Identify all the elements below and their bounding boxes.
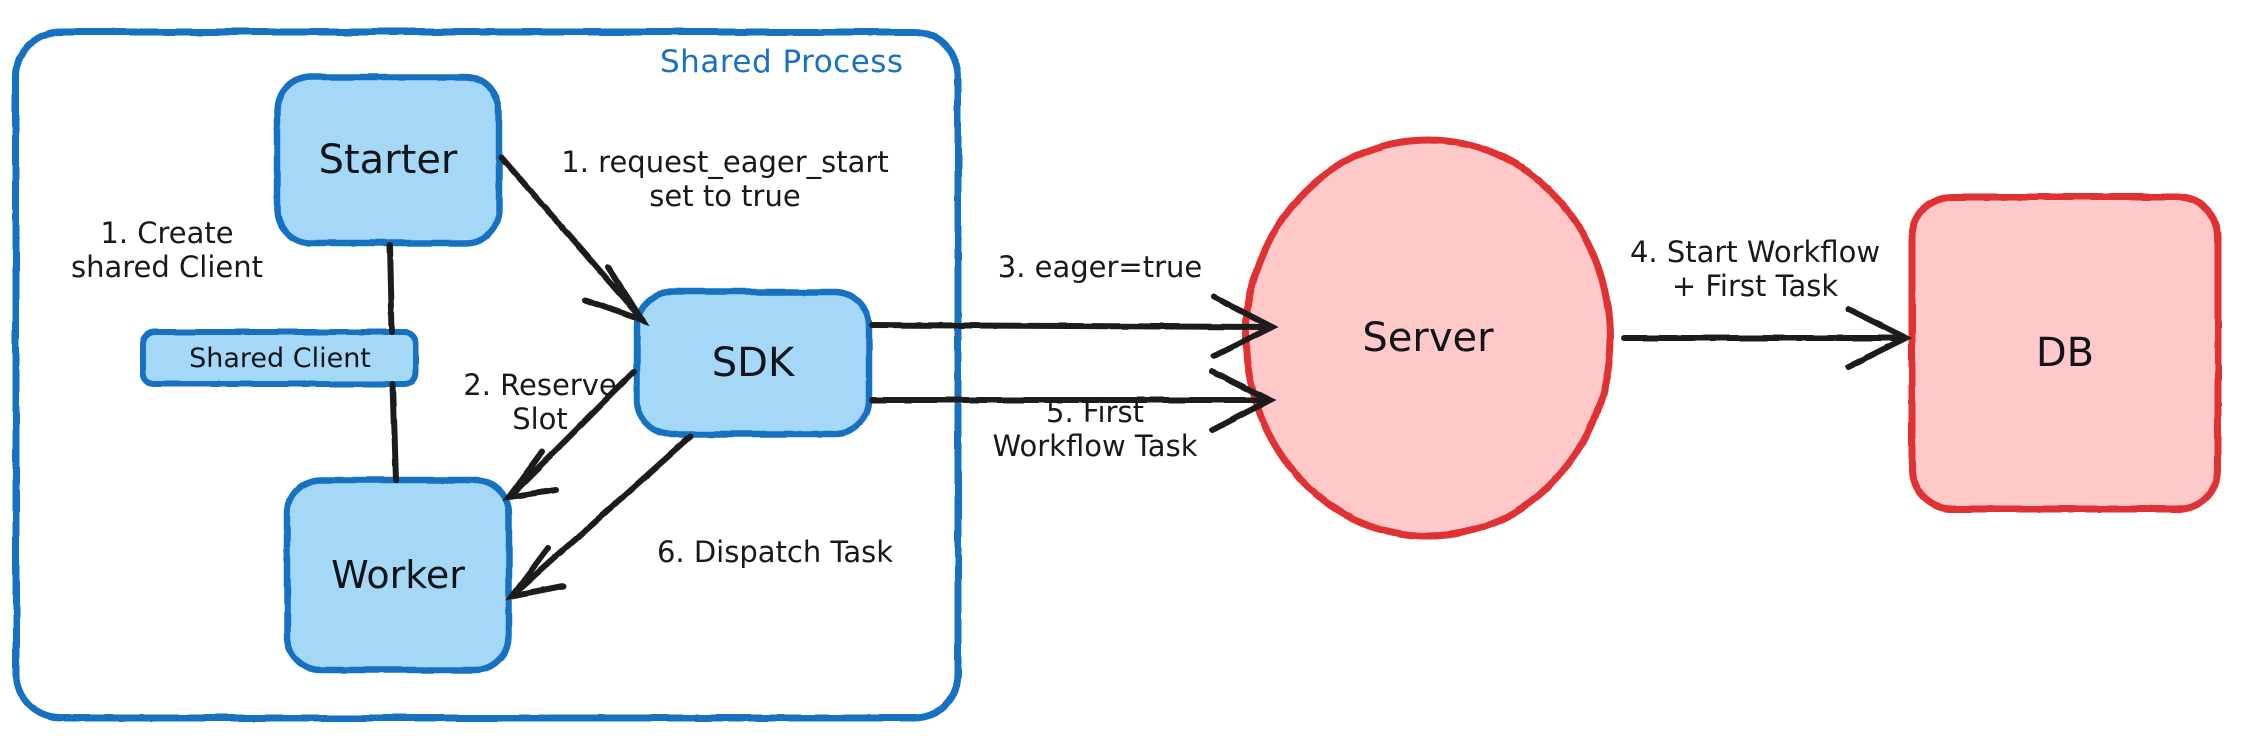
edge-shared-client-worker (390, 381, 399, 484)
group-shared-process (12, 28, 962, 722)
node-starter-shape[interactable] (273, 73, 503, 247)
edge-label-eager-true: 3. eager=true (997, 250, 1203, 284)
node-shared-client-shape[interactable] (140, 329, 419, 387)
node-worker-shape[interactable] (283, 476, 513, 674)
edge-sdk-worker-reserve (509, 369, 637, 497)
edge-starter-shared-client (387, 242, 395, 335)
edge-sdk-worker-dispatch (513, 434, 693, 595)
node-db-shape[interactable] (1908, 193, 2222, 513)
edge-sdk-worker-dispatch-head (504, 545, 566, 601)
edge-sdk-server (869, 322, 1271, 330)
edge-label-reserve-slot: 2. Reserve Slot (463, 368, 617, 437)
connector-layer (387, 155, 1913, 601)
node-server-shape[interactable] (1242, 136, 1614, 540)
node-sdk-shape[interactable] (633, 288, 873, 438)
edge-label-first-workflow-task: 5. First Workflow Task (992, 395, 1198, 464)
edge-label-create-shared-client: 1. Create shared Client (71, 216, 263, 285)
edge-sdk-server-task-head (1209, 368, 1277, 433)
edge-label-start-workflow: 4. Start Workflow + First Task (1629, 235, 1881, 304)
edge-starter-sdk-head (582, 264, 650, 326)
edge-starter-sdk (499, 155, 643, 320)
group-title-shared-process: Shared Process (660, 44, 904, 80)
edge-server-db-head (1845, 306, 1913, 370)
edge-sdk-server-head (1211, 294, 1279, 359)
edge-label-request-eager-start: 1. request_eager_start set to true (561, 145, 889, 214)
edge-label-dispatch-task: 6. Dispatch Task (656, 535, 894, 569)
edge-sdk-worker-reserve-head (502, 449, 559, 502)
